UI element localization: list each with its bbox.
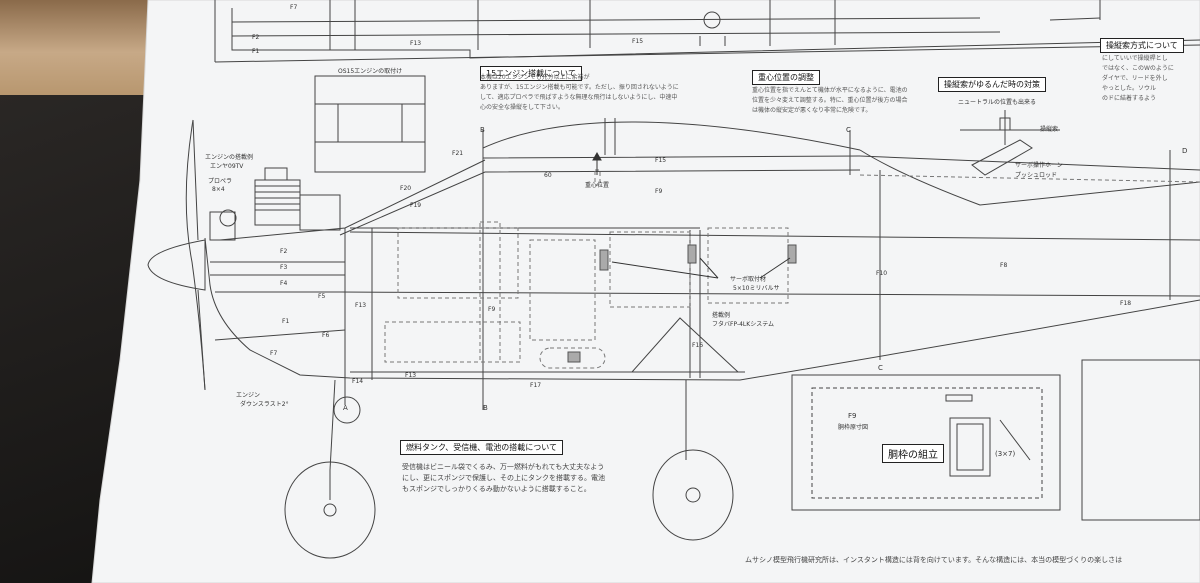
- part-label: F21: [452, 150, 464, 157]
- section-mark: A: [343, 404, 348, 412]
- part-label: F2: [252, 34, 260, 41]
- part-label: F14: [352, 378, 364, 385]
- frame-label: F9: [848, 412, 857, 420]
- control-method-text: にしていいで操縦桿とし ではなく、このWのように ダイヤで、リードを外し やっと…: [1102, 55, 1174, 102]
- prop-label: プロペラ: [208, 178, 233, 185]
- part-label: F10: [876, 270, 888, 277]
- section-mark: C: [878, 364, 883, 372]
- part-label: F7: [290, 4, 298, 11]
- part-label: F7: [270, 350, 278, 357]
- part-label: F15: [632, 38, 644, 45]
- fuel-section-text: 受信機はビニール袋でくるみ、万一燃料がもれても大丈夫なよう にし、更にスポンジで…: [402, 463, 605, 493]
- radio-system-label: フタバFP-4LKシステム: [712, 321, 775, 328]
- part-label: F1: [282, 318, 290, 325]
- cg-section-text: 重心位置を指でえんとて機体が水平になるように、電池の 位置を少々変えて調整する。…: [752, 87, 908, 114]
- control-label-neutral: ニュートラルの位置も出来る: [958, 99, 1037, 106]
- section-mark: B: [480, 126, 485, 134]
- servo-size-label: 5×10ミリバルサ: [733, 285, 780, 292]
- section-mark: C: [846, 126, 851, 134]
- part-label: F13: [355, 302, 367, 309]
- part-label: F13: [405, 372, 417, 379]
- engine-mount-title: OS15エンジンの取付け: [338, 68, 403, 75]
- section-mark: D: [1182, 147, 1188, 155]
- engine-model-label: エンヤ09TV: [210, 163, 244, 170]
- engine-label: エンジンの搭載例: [205, 154, 254, 161]
- control-label-rod: プッシュロッド: [1015, 172, 1058, 179]
- cg-distance: 60: [544, 172, 552, 179]
- part-label: F2: [280, 248, 288, 255]
- part-label: F3: [280, 264, 288, 271]
- part-label: F8: [1000, 262, 1008, 269]
- radio-label: 搭載例: [712, 312, 731, 319]
- frame-dim: (3×7): [995, 450, 1016, 458]
- part-label: F20: [400, 185, 412, 192]
- part-label: F18: [1120, 300, 1132, 307]
- part-label: F1: [252, 48, 260, 55]
- cardboard-box: [0, 0, 170, 95]
- prop-size-label: 8×4: [212, 186, 225, 193]
- part-label: F6: [322, 332, 330, 339]
- section-mark: B: [483, 404, 488, 412]
- control-method-title: 操縦索方式について: [1100, 38, 1184, 53]
- part-label: F9: [488, 306, 496, 313]
- down-thrust-label: エンジン: [236, 392, 261, 399]
- control-label-cable: 操縦索: [1040, 126, 1059, 133]
- engine-section-text: 本機は20エンジンでも充分以上に余裕が ありますが、15エンジン搭載も可能です。…: [480, 74, 679, 111]
- servo-label: サーボ取付材: [730, 276, 767, 283]
- footer-text: ムサシノ模型飛行機研究所は、インスタント構造には背を向けています。そんな構造には…: [745, 556, 1123, 564]
- part-label: F17: [530, 382, 542, 389]
- part-label: F4: [280, 280, 288, 287]
- part-label: F16: [692, 342, 704, 349]
- control-section-title: 操縦索がゆるんだ時の対策: [938, 77, 1046, 92]
- part-label: F13: [410, 40, 422, 47]
- control-label-horn: サーボ操作ホーン: [1015, 162, 1063, 169]
- cg-section-title: 重心位置の調整: [752, 70, 820, 85]
- frame-section-title: 胴枠の組立: [882, 444, 944, 463]
- cg-mark-label: 重心位置: [585, 182, 610, 189]
- part-label: F19: [410, 202, 422, 209]
- engine-section-title: 15エンジン搭載について: [480, 66, 582, 81]
- down-thrust-value: ダウンスラスト2°: [240, 401, 289, 408]
- part-label: F9: [655, 188, 663, 195]
- frame-sublabel: 胴枠原寸図: [838, 424, 869, 431]
- fuel-section-title: 燃料タンク、受信機、電池の搭載について: [400, 440, 564, 455]
- part-label: F5: [318, 293, 326, 300]
- part-label: F15: [655, 157, 667, 164]
